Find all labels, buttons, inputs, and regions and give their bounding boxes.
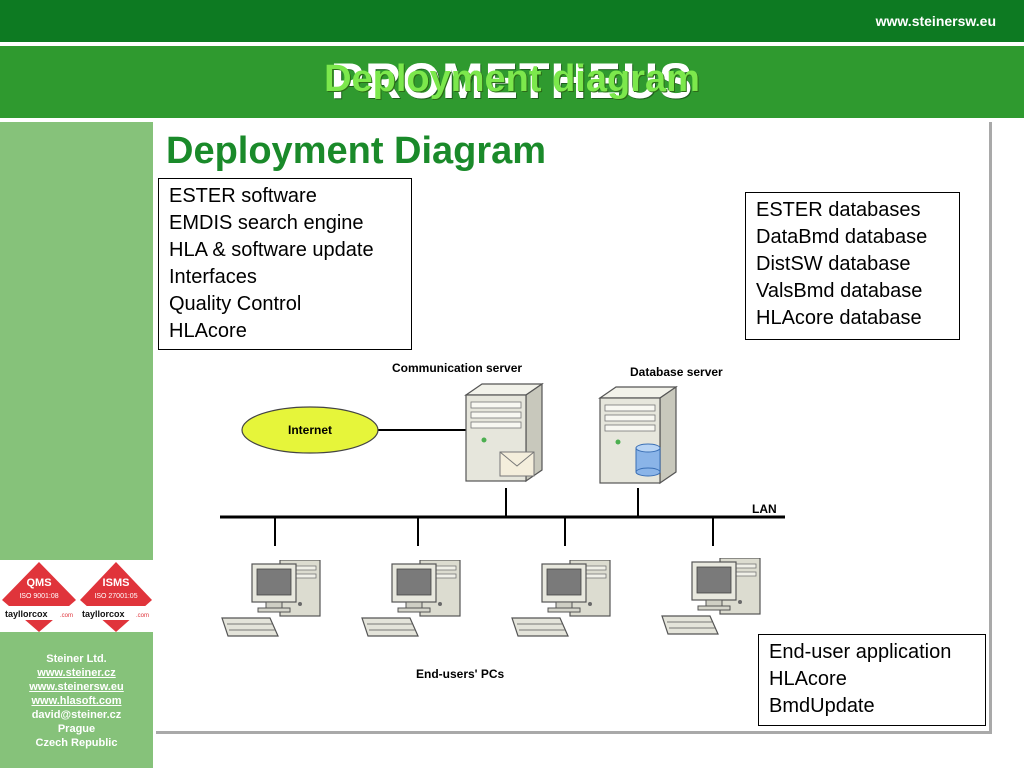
company-contact: Steiner Ltd. www.steiner.cz www.steiners… xyxy=(0,632,153,768)
left-panel xyxy=(0,122,153,560)
certification-logos-svg: QMS ISO 9001:08 tayllorcox .com ISMS ISO… xyxy=(2,562,152,632)
end-user-pc xyxy=(221,560,321,637)
communication-server-software-box: ESTER software EMDIS search engine HLA &… xyxy=(158,178,412,350)
isms-brand: tayllorcox xyxy=(82,609,125,619)
lan-label: LAN xyxy=(752,502,777,516)
certification-logos: QMS ISO 9001:08 tayllorcox .com ISMS ISO… xyxy=(0,560,153,632)
isms-logo: ISMS ISO 27001:05 tayllorcox .com xyxy=(80,562,152,632)
isms-standard: ISO 27001:05 xyxy=(94,593,137,600)
qms-brand: tayllorcox xyxy=(5,609,48,619)
box-line: HLAcore database xyxy=(756,307,922,329)
link-hlasoft-com[interactable]: www.hlasoft.com xyxy=(31,695,122,707)
box-line: DistSW database xyxy=(756,253,911,275)
isms-brand-strip xyxy=(80,606,152,620)
comm-server-label: Communication server xyxy=(392,361,522,375)
internet-cloud xyxy=(241,406,379,454)
header-url-link[interactable]: www.steinersw.eu xyxy=(875,13,996,29)
box-line: HLAcore xyxy=(169,320,247,342)
box-line: ValsBmd database xyxy=(756,280,923,302)
db-server-icon xyxy=(598,385,678,485)
link-steiner-cz[interactable]: www.steiner.cz xyxy=(37,667,116,679)
box-line: BmdUpdate xyxy=(769,695,875,717)
end-user-pc xyxy=(361,560,461,637)
box-line: HLA & software update xyxy=(169,239,374,261)
box-line: EMDIS search engine xyxy=(169,212,364,234)
isms-brand-suffix: .com xyxy=(136,613,149,619)
pcs-label: End-users' PCs xyxy=(416,667,505,681)
box-line: End-user application xyxy=(769,641,952,663)
comm-server-icon xyxy=(464,382,544,483)
title-band xyxy=(0,46,1024,118)
end-user-software-box: End-user application HLAcore BmdUpdate xyxy=(758,634,986,726)
link-steinersw-eu[interactable]: www.steinersw.eu xyxy=(29,681,124,693)
overlay-title: Deployment diagram xyxy=(324,58,700,100)
isms-title: ISMS xyxy=(103,577,130,589)
internet-label: Internet xyxy=(288,423,332,437)
db-server-label: Database server xyxy=(630,365,723,379)
box-line: DataBmd database xyxy=(756,226,928,248)
box-line: Quality Control xyxy=(169,293,302,315)
end-user-pc xyxy=(661,558,761,635)
box-line: HLAcore xyxy=(769,668,847,690)
company-name: Steiner Ltd. xyxy=(46,653,107,665)
contact-email[interactable]: david@steiner.cz xyxy=(31,709,122,721)
database-server-databases-box: ESTER databases DataBmd database DistSW … xyxy=(745,192,960,340)
qms-logo: QMS ISO 9001:08 tayllorcox .com xyxy=(2,562,76,632)
qms-brand-strip xyxy=(2,606,76,620)
qms-brand-suffix: .com xyxy=(60,613,73,619)
contact-city: Prague xyxy=(57,723,96,735)
box-line: Interfaces xyxy=(169,266,257,288)
brand-title: PROMETHEUS xyxy=(330,53,694,109)
end-user-pc xyxy=(511,560,611,637)
box-line: ESTER databases xyxy=(756,199,921,221)
qms-standard: ISO 9001:08 xyxy=(19,593,58,600)
top-bar: www.steinersw.eu xyxy=(0,0,1024,42)
contact-country: Czech Republic xyxy=(35,737,118,749)
slide-title: Deployment Diagram xyxy=(166,130,547,172)
qms-title: QMS xyxy=(26,577,51,589)
box-line: ESTER software xyxy=(169,185,317,207)
header-divider xyxy=(0,42,1024,46)
